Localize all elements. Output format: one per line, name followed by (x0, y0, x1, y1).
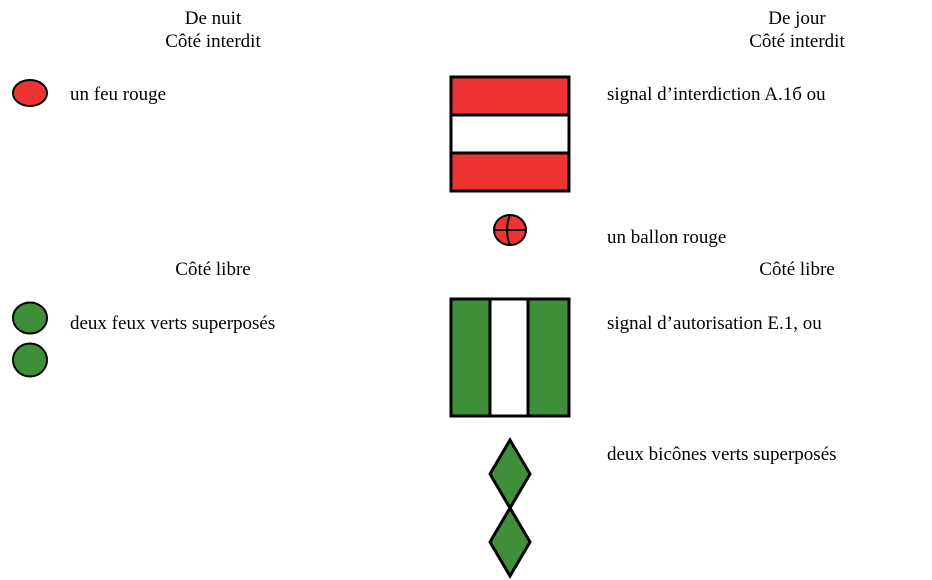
red-ball-label: un ballon rouge (607, 227, 727, 248)
day-header: De jour Côté interdit (697, 7, 897, 53)
day-header-line2: Côté interdit (749, 31, 845, 52)
sign-e1-label: signal d’autorisation E.1, ou (607, 313, 822, 334)
night-free-heading: Côté libre (175, 259, 251, 280)
bicones-label: deux bicônes verts superposés (607, 444, 837, 465)
day-free-heading: Côté libre (759, 259, 835, 280)
green-light-icon (12, 301, 48, 335)
sign-e1-icon (449, 297, 571, 418)
red-ball-icon (493, 214, 527, 246)
night-header: De nuit Côté interdit (113, 7, 313, 53)
night-header-line1: De nuit (184, 8, 242, 29)
red-light-icon (12, 79, 48, 107)
green-light-icon (12, 342, 48, 378)
day-header-line1: De jour (768, 8, 826, 29)
green-bicone-icon (488, 437, 532, 511)
green-bicone-icon (488, 505, 532, 579)
sign-a1-icon (449, 75, 571, 193)
red-light-label: un feu rouge (70, 84, 167, 105)
sign-a1-label: signal d’interdiction A.1б ou (607, 84, 826, 105)
night-header-line2: Côté interdit (165, 31, 261, 52)
green-lights-label: deux feux verts superposés (70, 313, 276, 334)
